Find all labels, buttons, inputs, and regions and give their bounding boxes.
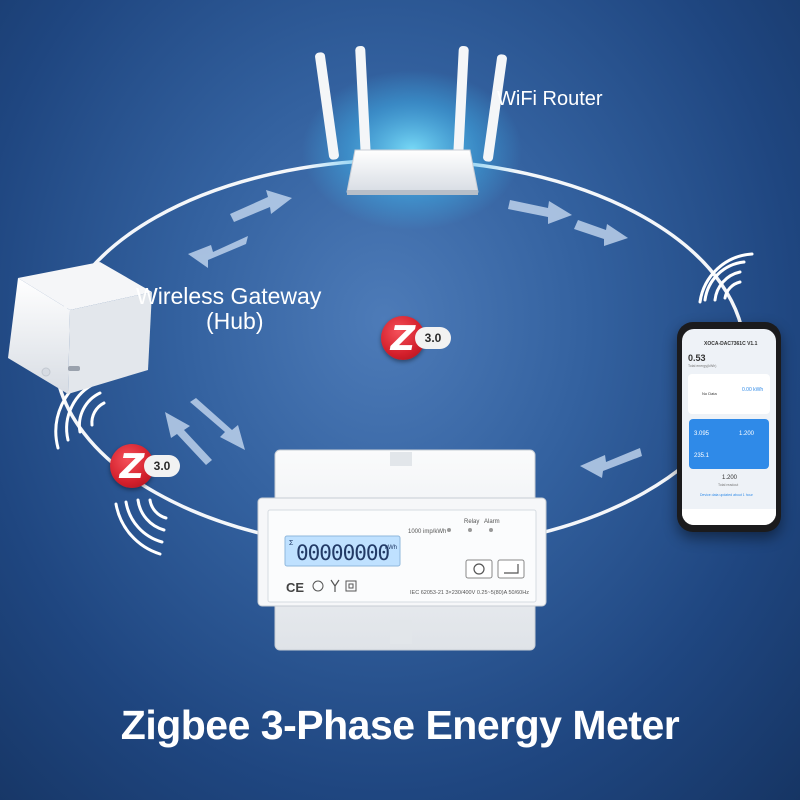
wifi-arcs-zigbee bbox=[114, 498, 168, 556]
lcd-sigma: Σ bbox=[289, 540, 294, 547]
app-chart-card: No Data 0.00 kWh bbox=[688, 374, 770, 414]
zigbee-letter: Z bbox=[119, 447, 145, 487]
arrow-router-to-phone-2 bbox=[574, 220, 628, 246]
app-bottom-value: 1.200 bbox=[722, 475, 738, 481]
meter-impulse-rate: 1000 imp/kWh bbox=[408, 529, 447, 535]
meter-relay-label: Relay bbox=[464, 519, 480, 525]
arrow-gateway-to-router bbox=[230, 190, 292, 222]
gateway-label-line1: Wireless Gateway bbox=[136, 283, 322, 309]
arrow-router-to-gateway bbox=[188, 236, 248, 268]
lcd-unit: kWh bbox=[385, 545, 397, 551]
app-bottom-caption: Total readout bbox=[718, 483, 739, 487]
app-title: XOCA-DAC7361C V1.1 bbox=[704, 341, 758, 347]
zigbee-letter: Z bbox=[390, 319, 416, 359]
meter-spec: IEC 62053-21 3×230/400V 0.25~5(80)A 50/6… bbox=[410, 590, 529, 596]
ce-mark: CE bbox=[286, 580, 305, 595]
energy-meter bbox=[257, 449, 547, 651]
arrow-meter-to-gateway bbox=[165, 412, 212, 465]
page-title: Zigbee 3-Phase Energy Meter bbox=[120, 702, 680, 748]
arrow-gateway-to-meter bbox=[190, 398, 245, 450]
smartphone: XOCA-DAC7361C V1.1 0.53 Total energy(kWh… bbox=[677, 322, 781, 532]
arrow-router-to-phone-1 bbox=[508, 200, 572, 224]
zigbee-version: 3.0 bbox=[144, 455, 180, 477]
wifi-arcs-phone bbox=[698, 252, 754, 304]
app-readings-card: 3.095 1.200 235.1 bbox=[689, 419, 769, 469]
zigbee-version: 3.0 bbox=[415, 327, 451, 349]
app-energy-value: 0.53 bbox=[688, 353, 706, 363]
meter-alarm-label: Alarm bbox=[484, 519, 500, 525]
app-screen: XOCA-DAC7361C V1.1 0.53 Total energy(kWh… bbox=[682, 329, 776, 525]
app-card-value-2: 1.200 bbox=[739, 431, 755, 437]
wifi-router bbox=[315, 46, 507, 195]
lcd-readout: 00000000 bbox=[296, 541, 390, 565]
gateway-hub bbox=[8, 262, 152, 394]
gateway-label-line2: (Hub) bbox=[206, 308, 264, 334]
app-card-value-3: 235.1 bbox=[694, 453, 710, 459]
gateway-label: Wireless Gateway (Hub) bbox=[136, 284, 321, 334]
app-no-data: No Data bbox=[702, 391, 717, 396]
app-energy-caption: Total energy(kWh) bbox=[688, 364, 717, 368]
arrow-phone-to-meter bbox=[580, 448, 642, 478]
router-label: WiFi Router bbox=[497, 88, 603, 110]
app-tab-bar[interactable] bbox=[682, 509, 776, 525]
app-footer-note: Device data updated about 1 hour bbox=[700, 493, 753, 497]
app-power-value: 0.00 kWh bbox=[742, 387, 764, 393]
app-card-value-1: 3.095 bbox=[694, 431, 710, 437]
